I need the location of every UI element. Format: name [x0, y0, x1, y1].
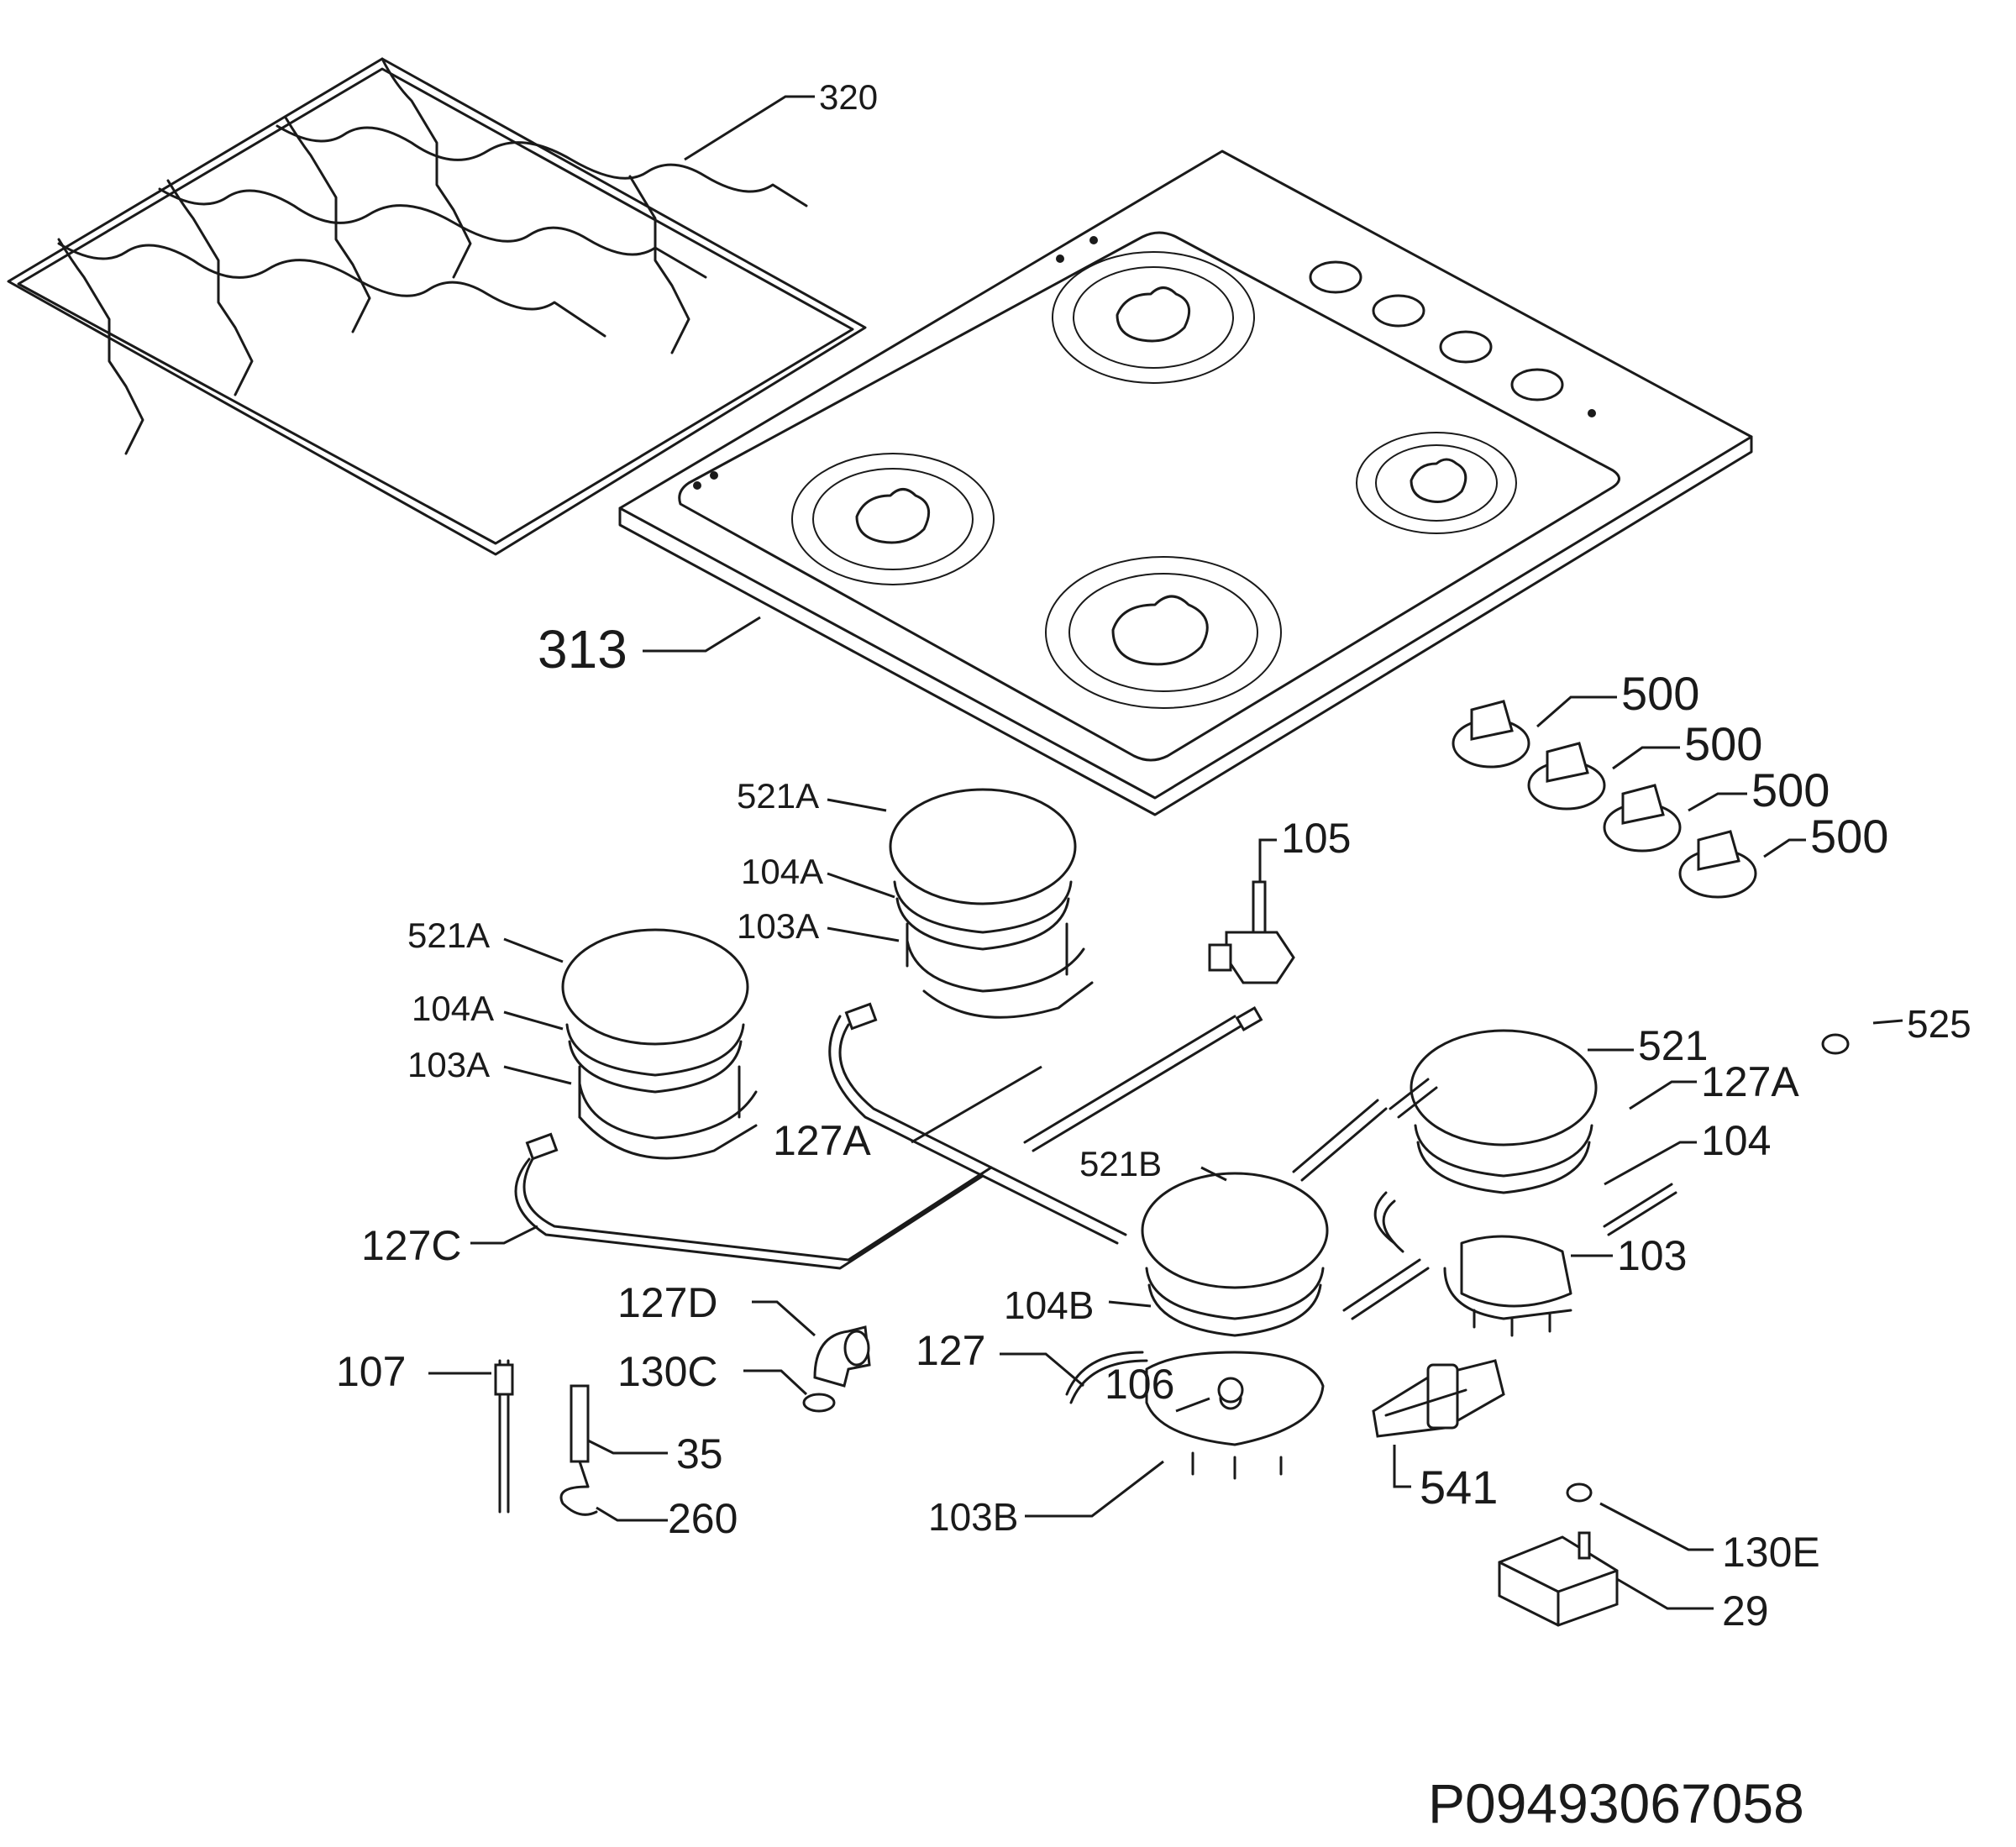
label-320: 320	[819, 77, 878, 117]
label-521A-1: 521A	[737, 776, 819, 816]
label-104: 104	[1701, 1117, 1771, 1164]
hob-burner-front-right	[1356, 432, 1517, 534]
label-130E: 130E	[1722, 1529, 1820, 1576]
hob-burner-front-left	[1045, 556, 1282, 709]
part-labels: 320 313 500 500 500 500 105 521A 104A 10…	[336, 77, 1971, 1834]
hob-top-plate	[618, 150, 1753, 816]
label-104A-2: 104A	[412, 989, 494, 1028]
label-127A-1: 127A	[773, 1117, 871, 1164]
label-525: 525	[1907, 1002, 1971, 1046]
label-500-3: 500	[1751, 763, 1830, 816]
label-313: 313	[538, 619, 627, 680]
elbow-fitting	[802, 1325, 871, 1413]
burner-assembly-right	[1410, 1029, 1598, 1337]
label-35: 35	[676, 1430, 723, 1477]
knob-2	[1527, 742, 1606, 811]
hob-burner-rear-right	[1052, 251, 1255, 384]
hob-burner-rear-left	[791, 453, 995, 585]
ignition-switch-541	[1372, 1359, 1505, 1438]
burner-assembly-rear-left	[889, 788, 1094, 1019]
injector-106	[1217, 1377, 1244, 1404]
knob-1	[1452, 700, 1530, 769]
leader-lines	[428, 95, 1903, 1610]
label-104B: 104B	[1004, 1283, 1094, 1327]
pan-support-grid	[7, 57, 867, 556]
washer-525	[1821, 1033, 1850, 1055]
label-260: 260	[668, 1495, 738, 1542]
burner-assembly-mid-left	[561, 928, 758, 1160]
label-127A-2: 127A	[1701, 1058, 1799, 1105]
label-103A-1: 103A	[737, 906, 819, 946]
label-500-2: 500	[1684, 717, 1762, 770]
label-107: 107	[336, 1348, 406, 1395]
label-130C: 130C	[617, 1348, 718, 1395]
burner-assembly-center	[1141, 1172, 1329, 1480]
label-127D: 127D	[617, 1279, 718, 1326]
gas-valve	[1208, 880, 1295, 984]
igniter-box-29	[1498, 1531, 1619, 1627]
label-541: 541	[1420, 1461, 1498, 1514]
diagram-code: P09493067058	[1428, 1772, 1804, 1834]
label-500-4: 500	[1810, 810, 1888, 863]
spark-plug-35	[570, 1384, 590, 1488]
label-521: 521	[1638, 1022, 1708, 1069]
control-bezels	[1309, 260, 1564, 401]
label-103A-2: 103A	[407, 1045, 490, 1084]
clip-260	[559, 1485, 598, 1516]
label-106: 106	[1105, 1361, 1174, 1408]
nut-130E	[1566, 1482, 1593, 1503]
label-500-1: 500	[1621, 667, 1699, 720]
gas-pipes	[514, 1002, 1677, 1404]
label-521B: 521B	[1079, 1144, 1162, 1183]
label-127: 127	[916, 1327, 985, 1374]
label-103: 103	[1617, 1232, 1687, 1279]
knob-4	[1678, 830, 1757, 899]
label-127C: 127C	[361, 1222, 462, 1269]
label-104A-1: 104A	[741, 852, 823, 891]
label-521A-2: 521A	[407, 916, 490, 955]
thermocouple-107	[494, 1359, 514, 1514]
control-knobs	[1452, 700, 1757, 899]
label-105: 105	[1281, 815, 1351, 862]
knob-3	[1603, 784, 1682, 853]
label-103B: 103B	[928, 1495, 1018, 1539]
label-29: 29	[1722, 1587, 1769, 1634]
